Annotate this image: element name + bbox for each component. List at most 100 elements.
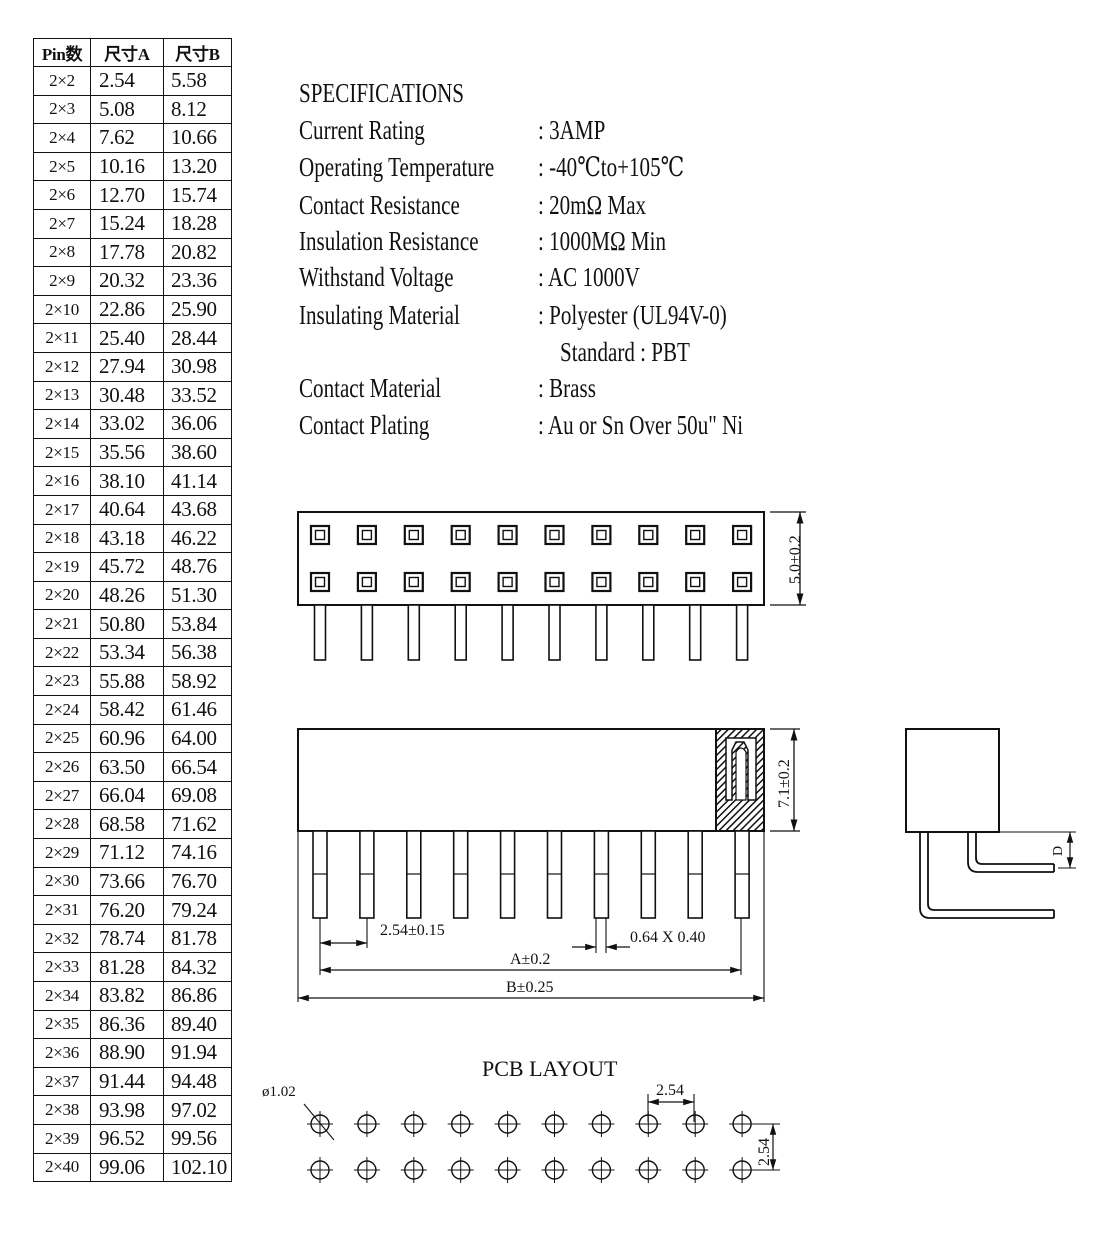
- front-view-housing: [297, 728, 765, 832]
- socket-inner: [643, 529, 654, 541]
- pin: [735, 604, 749, 661]
- cell-dim-b: 30.98: [163, 351, 232, 382]
- spec-value: Standard : PBT: [560, 337, 690, 367]
- pcb-pitch-x-label: 2.54: [656, 1082, 684, 1099]
- front-view: [297, 728, 800, 1002]
- socket-inner: [408, 529, 419, 541]
- spec-value: : 3AMP: [538, 115, 606, 145]
- cell-dim-a: 10.16: [90, 151, 164, 182]
- contact-section: [725, 737, 757, 801]
- cell-pin-count: 2×35: [33, 1009, 91, 1040]
- cell-dim-b: 102.10: [163, 1152, 232, 1183]
- spec-value: : Brass: [538, 373, 596, 403]
- socket-inner: [690, 529, 701, 541]
- pcb-holes: [307, 1111, 756, 1183]
- cell-dim-b: 79.24: [163, 895, 232, 925]
- socket-inner: [690, 576, 701, 588]
- cell-dim-a: 63.50: [90, 752, 164, 782]
- pin: [501, 604, 514, 661]
- cell-dim-a: 27.94: [90, 351, 164, 382]
- cell-dim-a: 48.26: [90, 580, 164, 611]
- cell-dim-a: 12.70: [90, 180, 164, 210]
- top-view-sockets: [309, 524, 753, 593]
- cell-dim-b: 38.60: [163, 437, 232, 468]
- cell-dim-b: 23.36: [163, 266, 232, 296]
- cell-pin-count: 2×40: [33, 1152, 91, 1183]
- socket-inner: [502, 576, 513, 588]
- height-side-label: 7.1±0.2: [776, 759, 793, 808]
- cell-dim-a: 15.24: [90, 208, 164, 239]
- dim-b-label: B±0.25: [506, 979, 554, 996]
- cell-pin-count: 2×21: [33, 609, 91, 639]
- pin: [407, 604, 421, 661]
- pcb-hole-label: ø1.02: [262, 1084, 296, 1100]
- spec-value: : Au or Sn Over 50u" Ni: [538, 410, 744, 440]
- cell-pin-count: 2×24: [33, 695, 91, 725]
- cell-dim-b: 86.86: [163, 981, 232, 1011]
- cell-dim-b: 66.54: [163, 752, 232, 782]
- cell-dim-b: 58.92: [163, 666, 232, 697]
- spec-value: : 1000MΩ Min: [538, 226, 666, 256]
- cell-dim-b: 20.82: [163, 237, 232, 268]
- cell-dim-b: 5.58: [163, 66, 232, 96]
- cell-pin-count: 2×16: [33, 466, 91, 496]
- spec-label: Insulating Material: [299, 300, 460, 330]
- pcb-layout-title: PCB LAYOUT: [482, 1056, 618, 1081]
- socket-inner: [549, 576, 560, 588]
- cell-dim-b: 10.66: [163, 123, 232, 153]
- cell-pin-count: 2×7: [33, 208, 91, 239]
- spec-label: Contact Resistance: [299, 190, 460, 220]
- pin: [595, 604, 608, 661]
- cell-pin-count: 2×29: [33, 838, 91, 868]
- cell-dim-b: 76.70: [163, 866, 232, 897]
- cell-pin-count: 2×25: [33, 723, 91, 754]
- dim-a-label: A±0.2: [510, 951, 551, 968]
- spec-label: Contact Plating: [299, 410, 430, 440]
- cell-dim-b: 94.48: [163, 1066, 232, 1097]
- cell-pin-count: 2×19: [33, 552, 91, 582]
- cell-dim-a: 40.64: [90, 494, 164, 525]
- top-view-pins: [313, 604, 749, 661]
- cell-pin-count: 2×38: [33, 1095, 91, 1125]
- pin: [641, 604, 655, 661]
- socket-inner: [408, 576, 419, 588]
- cell-dim-a: 68.58: [90, 809, 164, 840]
- top-view: [297, 511, 806, 661]
- cell-pin-count: 2×28: [33, 809, 91, 840]
- socket-inner: [502, 529, 513, 541]
- cell-dim-a: 83.82: [90, 981, 164, 1011]
- cell-pin-count: 2×34: [33, 981, 91, 1011]
- pin: [548, 604, 561, 661]
- pin: [313, 604, 327, 661]
- socket-inner: [314, 576, 326, 588]
- socket-inner: [643, 576, 654, 588]
- spec-title: SPECIFICATIONS: [299, 78, 465, 108]
- cell-dim-b: 53.84: [163, 609, 232, 639]
- cell-pin-count: 2×17: [33, 494, 91, 525]
- header-pin-count: Pin数: [33, 38, 91, 67]
- cell-dim-a: 91.44: [90, 1066, 164, 1097]
- cell-pin-count: 2×14: [33, 409, 91, 439]
- socket-inner: [549, 529, 560, 541]
- cell-dim-a: 55.88: [90, 666, 164, 697]
- pitch-label: 2.54±0.15: [380, 922, 445, 939]
- socket-inner: [361, 576, 373, 588]
- cell-dim-b: 33.52: [163, 380, 232, 411]
